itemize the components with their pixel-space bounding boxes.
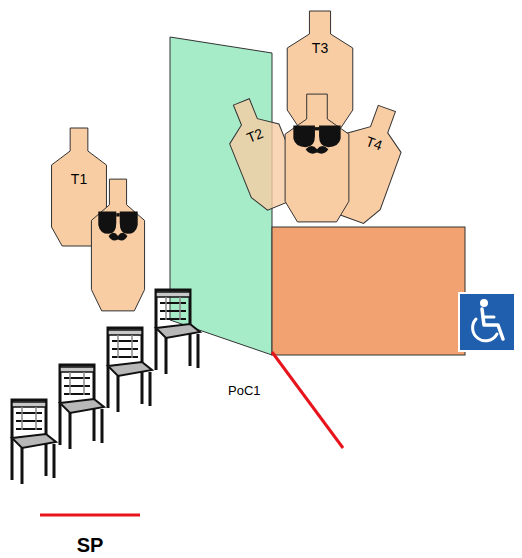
chair: [12, 400, 56, 484]
chair: [60, 365, 104, 449]
target-outline: [283, 10, 357, 130]
start-position-line: [40, 514, 140, 517]
chair: [156, 290, 200, 374]
box-barricade: [272, 227, 465, 355]
wheelchair-icon: [459, 293, 515, 351]
poc-label: PoC1: [228, 384, 261, 397]
chairs: [12, 290, 200, 484]
poc-line: [272, 352, 343, 448]
no-shoot-target: [91, 179, 144, 311]
target-silhouette: T1: [48, 127, 110, 247]
target-number: T1: [71, 172, 87, 186]
target-number: T3: [312, 41, 328, 55]
target-outline: [48, 127, 110, 247]
target-silhouette: T3: [283, 10, 357, 130]
chair: [108, 328, 152, 412]
no-shoot-target: [285, 94, 349, 222]
start-position-label: SP: [77, 535, 104, 555]
